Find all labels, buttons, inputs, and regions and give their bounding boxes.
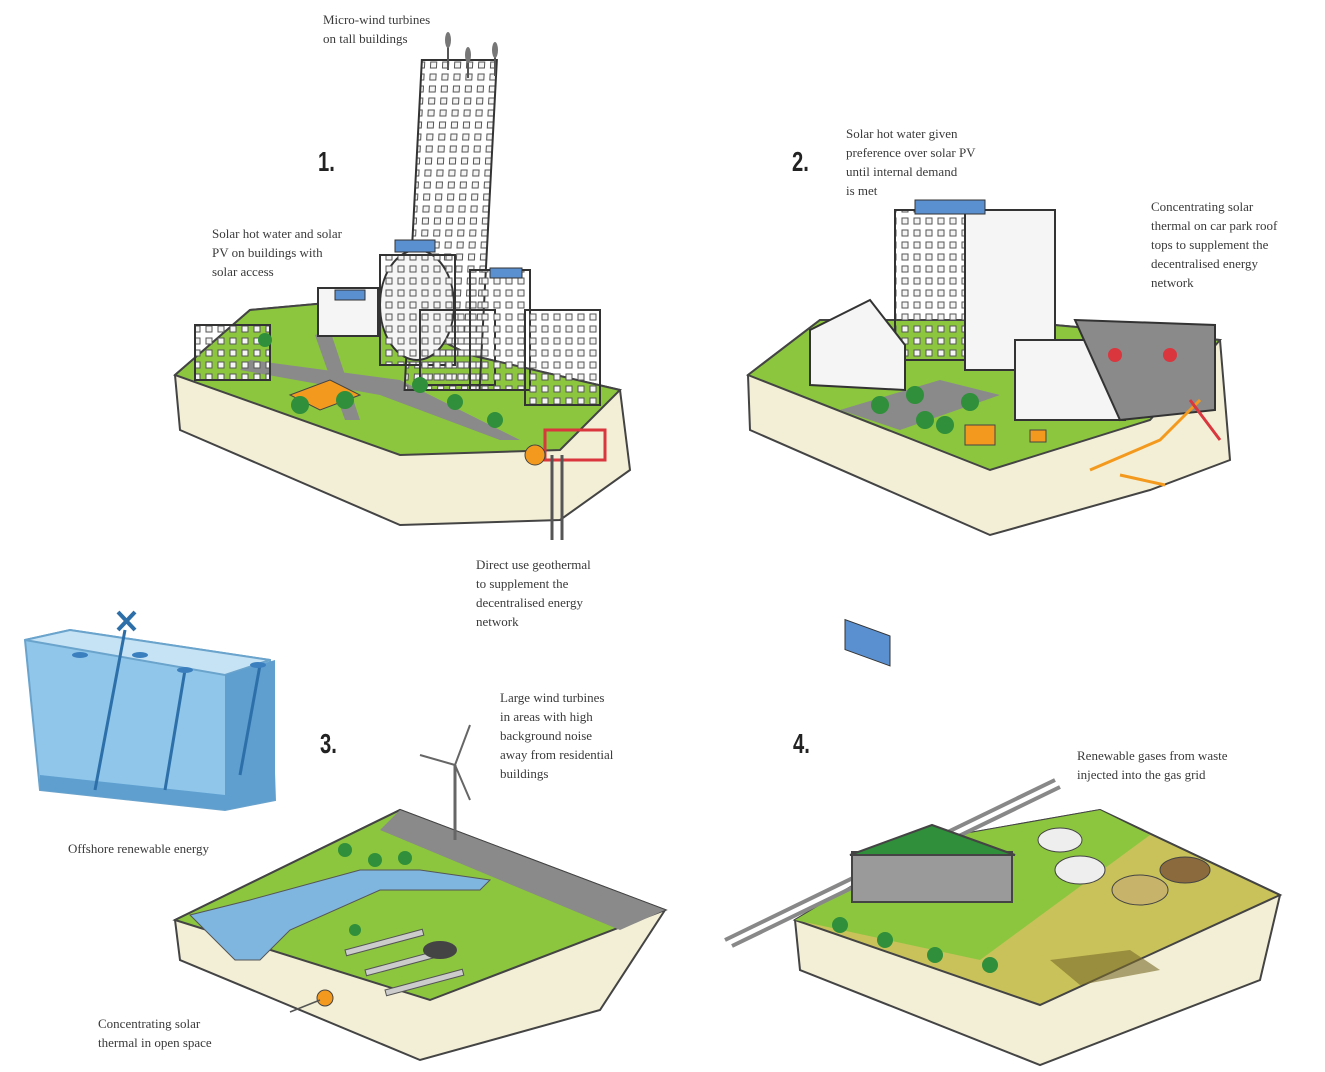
panel-2-illustration (745, 199, 1232, 667)
panel-number: 2. (792, 146, 809, 177)
label-open-space-solar: Concentrating solar thermal in open spac… (98, 1016, 212, 1050)
label-geothermal: Direct use geothermal to supplement the … (476, 557, 591, 629)
label-renewable-gases: Renewable gases from waste injected into… (1077, 748, 1228, 782)
label-large-wind: Large wind turbines in areas with high b… (500, 690, 614, 781)
offshore-illustration (23, 610, 277, 812)
label-solar-hot-water: Solar hot water given preference over so… (846, 126, 976, 198)
panel-number: 3. (320, 728, 337, 759)
panel-number: 4. (793, 728, 810, 759)
panel-number: 1. (318, 146, 335, 177)
panel-3-illustration (172, 724, 668, 1062)
label-offshore: Offshore renewable energy (68, 841, 210, 856)
label-solar-pv: Solar hot water and solar PV on building… (212, 226, 342, 279)
panel-4-illustration (724, 778, 1283, 1067)
panel-1-illustration (173, 32, 632, 540)
label-micro-wind: Micro-wind turbines on tall buildings (323, 12, 431, 46)
label-car-park-solar: Concentrating solar thermal on car park … (1151, 199, 1278, 290)
